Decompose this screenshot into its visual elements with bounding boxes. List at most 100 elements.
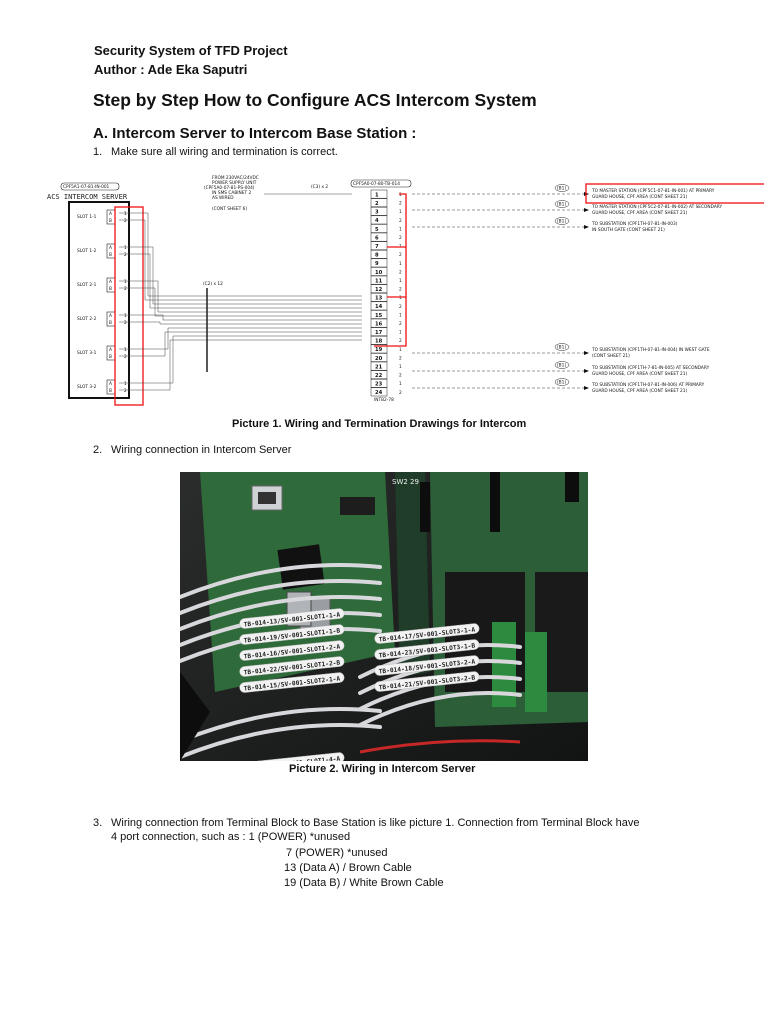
tb-footer: INTB2-78: [374, 397, 394, 403]
harness-wire: [119, 339, 362, 391]
destination-tag-bubble: [554, 361, 570, 369]
terminal: [370, 189, 388, 199]
terminal-side-number: 1: [399, 381, 402, 387]
terminal-side-number: 1: [399, 209, 402, 215]
slot-pin-a: A: [109, 245, 112, 251]
slot-pin-b: B: [109, 218, 112, 224]
slot-pin-b: B: [109, 354, 112, 360]
slot-pin-a: A: [109, 347, 112, 353]
terminal: [370, 370, 388, 380]
port-7: 7 (POWER) *unused: [286, 847, 388, 859]
cable: [180, 595, 382, 631]
terminal-side-number: 2: [399, 373, 402, 379]
terminal: [370, 310, 388, 319]
terminal-number: 19: [375, 347, 383, 353]
destination-text: GUARD HOUSE, CPF AREA (CONT SHEET 21): [592, 210, 687, 216]
destination-text: GUARD HOUSE, CPF AREA (CONT SHEET 21): [592, 388, 687, 394]
slot-pin-b: B: [109, 320, 112, 326]
slot-wire-2: 2: [124, 218, 127, 224]
terminal-side-number: 1: [399, 330, 402, 336]
slot-wire-1: 1: [124, 381, 127, 387]
destination-tag-bubble: [554, 378, 570, 386]
destination-text: TO MASTER STATION (CPF5C1-07-81-IN-001) …: [591, 188, 715, 194]
terminal: [370, 284, 388, 294]
terminal: [370, 198, 388, 208]
terminal-number: 7: [375, 244, 379, 250]
cable-tag: (C3) x 2: [311, 184, 328, 190]
terminal-side-number: 2: [399, 338, 402, 344]
power-note: FROM 230VAC/24VDC POWER SUPPLY UNIT (CPF…: [204, 175, 259, 212]
intercom-server-photo: SW2 29 TB-014-13/SV-001-SLOT1-1-ATB-014-…: [180, 472, 588, 761]
terminal-number: 16: [375, 321, 383, 327]
wiring-diagram: CPF5A1-07-81-IN-001 ACS INTERCOM SERVER …: [47, 175, 764, 406]
destination-arrow: [584, 386, 589, 390]
terminal: [370, 249, 388, 259]
terminal-side-number: 2: [399, 252, 402, 258]
terminal-side-number: 1: [399, 295, 402, 301]
slot-wire-1: 1: [124, 211, 127, 217]
slot-wire-2: 2: [124, 354, 127, 360]
terminal-side-number: 2: [399, 355, 402, 361]
destination-tag-bubble: [554, 184, 570, 192]
harness-wire: [119, 335, 362, 384]
server-tag: CPF5A1-07-81-IN-001: [63, 184, 110, 190]
slot-wire-2: 2: [124, 286, 127, 292]
terminal: [370, 378, 388, 388]
terminal-side-number: 1: [399, 192, 402, 198]
destination-tag: (B1): [557, 363, 566, 369]
terminal: [370, 361, 388, 371]
terminal-number: 11: [375, 278, 383, 284]
port-13: 13 (Data A) / Brown Cable: [284, 862, 412, 874]
slot-pin-a: A: [109, 313, 112, 319]
destination-text: IN SOUTH GATE (CONT SHEET 21): [592, 227, 665, 233]
destination-arrow: [584, 225, 589, 229]
harness-wire: [119, 212, 362, 297]
terminal-number: 20: [375, 356, 383, 362]
destination-text: TO SUBSTATION (CPF1TH-07-81-IN-006) AT P…: [591, 382, 705, 388]
terminal-side-number: 1: [399, 364, 402, 370]
terminal-side-number: 2: [399, 201, 402, 207]
terminal-side-number: 2: [399, 304, 402, 310]
tb-tag: CPF5A0-07-80-TB-014: [353, 181, 400, 187]
destination-text: GUARD HOUSE, CPF AREA (CONT SHEET 21): [592, 371, 687, 377]
destination-text: (CONT SHEET 21): [592, 353, 630, 359]
terminal-number: 4: [375, 218, 379, 224]
slot-wire-1: 1: [124, 279, 127, 285]
highlight-red-server: [114, 206, 144, 406]
document-title: Step by Step How to Configure ACS Interc…: [93, 90, 537, 110]
destination-text: GUARD HOUSE, CPF AREA (CONT SHEET 21): [592, 194, 687, 200]
terminal-number: 10: [375, 270, 383, 276]
terminal-side-number: 2: [399, 390, 402, 396]
step-3: 3.Wiring connection from Terminal Block …: [93, 817, 639, 829]
harness-wire: [119, 314, 362, 321]
svg-text:AS WIRED: AS WIRED: [212, 195, 234, 201]
slot-wire-2: 2: [124, 388, 127, 394]
highlight-red-dest: [585, 183, 764, 204]
terminal-number: 22: [375, 373, 383, 379]
board-label: SW2 29: [392, 478, 419, 486]
destination-tag: (B1): [557, 186, 566, 192]
server-slot-label: SLOT 1-2: [77, 248, 97, 254]
destination-text: TO MASTER STATION (CPF5C2-07-81-IN-002) …: [591, 204, 723, 210]
terminal-number: 1: [375, 192, 379, 198]
harness-wire: [119, 321, 362, 325]
server-slot-label: SLOT 2-1: [77, 282, 97, 288]
terminal-side-number: 1: [399, 347, 402, 353]
step-number: 3.: [93, 817, 103, 829]
cable: [180, 563, 382, 599]
terminal: [370, 258, 388, 268]
destination-arrow: [584, 369, 589, 373]
destination-arrow: [584, 208, 589, 212]
port-19: 19 (Data B) / White Brown Cable: [284, 877, 444, 889]
terminal: [370, 232, 388, 242]
step-number: 2.: [93, 444, 103, 456]
terminal-side-number: 2: [399, 218, 402, 224]
cable: [358, 691, 522, 727]
terminal-number: 6: [375, 235, 379, 241]
terminal: [370, 387, 388, 397]
svg-text:IN SMS CABINET 2: IN SMS CABINET 2: [212, 190, 251, 196]
terminal-side-number: 1: [399, 261, 402, 267]
terminal: [370, 206, 388, 216]
harness-wire: [119, 219, 362, 301]
server-label: ACS INTERCOM SERVER: [47, 193, 128, 201]
